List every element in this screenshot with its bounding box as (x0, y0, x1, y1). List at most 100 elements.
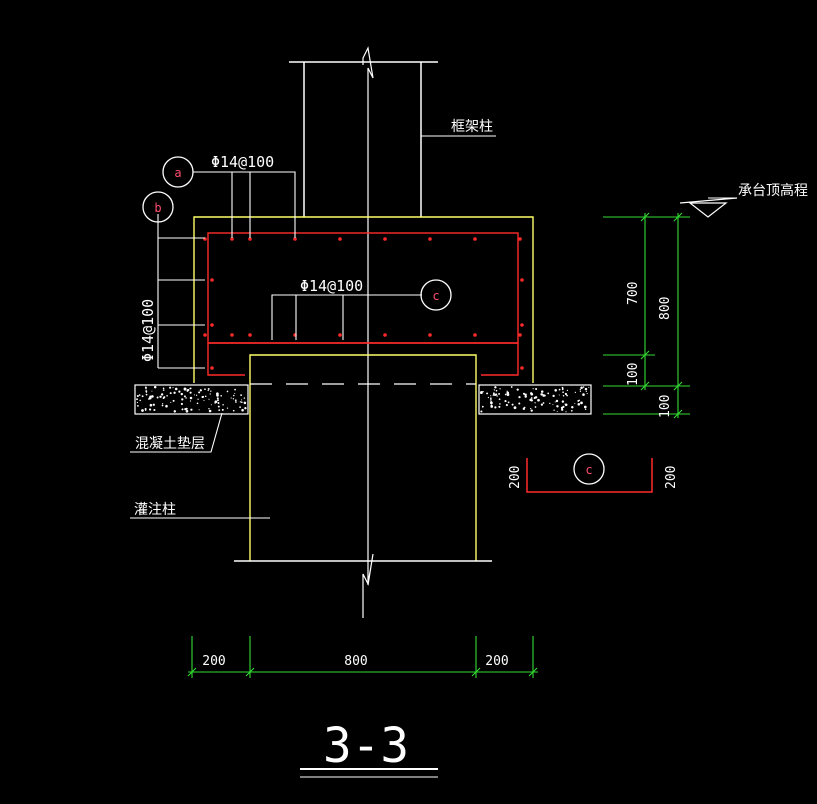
dim-800-bottom: 800 (344, 654, 367, 669)
cushion-speckle (162, 389, 165, 391)
cushion-speckle (151, 395, 154, 398)
cushion-speckle (558, 394, 560, 396)
cushion-speckle (180, 392, 183, 396)
cushion-speckle (492, 392, 495, 395)
cushion-speckle (162, 387, 165, 390)
cushion-speckle (556, 405, 559, 408)
dim-200-left: 200 (202, 654, 225, 669)
cushion-speckle (582, 386, 585, 388)
cushion-speckle (204, 395, 207, 398)
cushion-speckle (516, 388, 519, 391)
cushion-speckle (571, 405, 574, 409)
cushion-speckle (505, 404, 508, 407)
rebar-cage (207, 232, 519, 376)
cushion-speckle (566, 389, 569, 392)
dim-700: 700 (626, 282, 641, 305)
cushion-speckle (495, 389, 498, 392)
cushion-speckle (166, 395, 168, 397)
cushion-speckle (233, 394, 235, 397)
cushion-speckle (530, 397, 533, 399)
cushion-speckle (558, 388, 561, 391)
cushion-speckle (141, 409, 144, 412)
elevation-mark (679, 197, 738, 218)
cushion-speckle (498, 392, 501, 395)
cushion-speckle (139, 399, 141, 402)
cushion-speckle (552, 404, 554, 406)
rebar-dot (248, 333, 252, 337)
detail-dim-right: 200 (664, 466, 679, 489)
cushion-speckle (160, 396, 162, 398)
detail-dim-left: 200 (508, 466, 523, 489)
cushion-speckle (153, 385, 157, 389)
cushion-speckle (149, 403, 153, 407)
cushion-speckle (534, 396, 538, 399)
cushion-speckle (232, 398, 235, 400)
cushion-speckle (530, 392, 534, 396)
rebar-dot (428, 237, 432, 241)
cushion-speckle (556, 411, 558, 412)
cushion-speckle (160, 393, 164, 396)
dim-100-outer: 100 (658, 395, 673, 418)
cushion-speckle (136, 404, 139, 407)
cushion-speckle (172, 387, 174, 389)
cushion-speckle (579, 388, 581, 391)
cushion-speckle (202, 396, 205, 398)
stirrup-detail: c 200 200 (508, 453, 679, 493)
cushion-speckle (169, 386, 172, 389)
cushion-speckle (173, 391, 176, 394)
cushion-speckle (239, 406, 241, 408)
cushion-speckle (161, 403, 164, 405)
cushion-speckle (542, 402, 545, 404)
cushion-speckle (169, 392, 172, 395)
cushion-speckle (239, 401, 242, 403)
cushion-speckle (511, 403, 514, 406)
dim-200-right: 200 (485, 654, 508, 669)
cushion-speckle (207, 389, 209, 392)
cushion-speckle (234, 388, 236, 391)
cushion-speckle (136, 401, 138, 404)
frame-column (289, 61, 438, 217)
cushion-speckle (153, 408, 156, 412)
marker-a-label: a (174, 166, 181, 180)
bored-pile-label: 灌注柱 (134, 502, 176, 518)
cushion-speckle (208, 398, 210, 400)
rebar-dot (210, 366, 214, 370)
rebar-label-a: Φ14@100 (211, 153, 274, 171)
cushion-speckle (226, 390, 229, 393)
rebar-dot (383, 333, 387, 337)
rebar-label-c: Φ14@100 (300, 277, 363, 295)
cushion-speckle (552, 394, 555, 398)
cushion-speckle (534, 406, 537, 408)
rebar-dot (473, 237, 477, 241)
cushion-speckle (586, 393, 588, 395)
cushion-speckle (220, 394, 223, 397)
cushion-speckle (217, 405, 220, 408)
bottom-dimensions (187, 636, 538, 678)
cushion-speckle (565, 411, 567, 413)
concrete-cushion-left (134, 384, 249, 415)
cushion-speckle (145, 390, 148, 393)
cushion-speckle (561, 388, 564, 391)
cushion-speckle (208, 409, 212, 413)
cushion-speckle (183, 395, 186, 398)
cushion-speckle (540, 390, 544, 393)
column-centerline (362, 46, 374, 618)
cushion-speckle (195, 394, 198, 396)
cushion-speckle (145, 393, 148, 396)
cushion-speckle (555, 399, 559, 403)
cushion-speckle (214, 400, 218, 404)
cushion-speckle (564, 392, 568, 396)
cushion-speckle (208, 407, 210, 410)
cushion-speckle (185, 409, 189, 413)
rebar-dot (520, 366, 524, 370)
cushion-speckle (522, 392, 526, 395)
rebar-dot (428, 333, 432, 337)
cushion-speckle (232, 409, 235, 412)
cushion-speckle (193, 394, 196, 396)
cushion-speckle (574, 402, 576, 404)
cushion-speckle (577, 399, 580, 402)
cushion-speckle (562, 395, 565, 397)
rebar-dot (520, 323, 524, 327)
cushion-speckle (174, 387, 178, 391)
rebar-dot (518, 237, 522, 241)
